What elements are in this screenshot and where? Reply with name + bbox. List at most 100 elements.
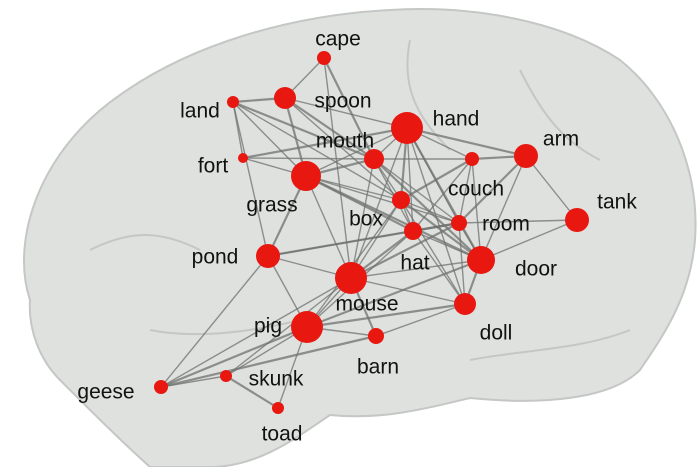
node-mouse bbox=[335, 262, 367, 294]
edge-couch-hat bbox=[412, 158, 473, 232]
node-label-box: box bbox=[349, 208, 383, 231]
node-land bbox=[227, 96, 239, 108]
node-label-geese: geese bbox=[77, 381, 134, 404]
edge-door-pig bbox=[306, 258, 482, 329]
node-tank bbox=[565, 208, 589, 232]
node-layer bbox=[154, 51, 589, 414]
node-hat bbox=[404, 222, 422, 240]
edge-hat-doll bbox=[412, 230, 466, 305]
edge-mouse-doll bbox=[350, 277, 466, 305]
edge-fort-hand bbox=[242, 126, 408, 160]
node-label-couch: couch bbox=[448, 178, 504, 201]
edge-land-mouth bbox=[232, 100, 375, 161]
node-label-skunk: skunk bbox=[249, 368, 304, 391]
edge-mouth-door bbox=[373, 158, 482, 261]
node-couch bbox=[465, 152, 479, 166]
node-geese bbox=[154, 380, 168, 394]
brain-sulcus-3 bbox=[519, 69, 601, 161]
node-label-fort: fort bbox=[198, 155, 229, 178]
node-label-mouth: mouth bbox=[316, 130, 374, 153]
edge-box-room bbox=[400, 199, 460, 224]
node-label-land: land bbox=[180, 100, 220, 123]
edge-land-grass bbox=[232, 101, 307, 177]
edge-door-mouse bbox=[350, 259, 482, 279]
node-hand bbox=[391, 112, 423, 144]
edge-door-tank bbox=[480, 219, 578, 261]
brain-sulcus-1 bbox=[149, 319, 301, 336]
brain-sulcus-4 bbox=[89, 234, 201, 251]
edge-room-doll bbox=[458, 222, 466, 305]
edge-hand-arm bbox=[406, 126, 527, 158]
edge-grass-door bbox=[305, 175, 482, 261]
edge-hand-grass bbox=[305, 127, 408, 177]
edge-spoon-box bbox=[284, 97, 402, 201]
edge-arm-tank bbox=[525, 155, 578, 221]
edge-mouse-skunk bbox=[225, 277, 352, 377]
edge-pig-doll bbox=[306, 302, 466, 329]
edge-arm-door bbox=[480, 155, 527, 261]
node-mouth bbox=[364, 149, 384, 169]
node-pig bbox=[291, 311, 323, 343]
node-cape bbox=[317, 51, 331, 65]
node-skunk bbox=[220, 370, 232, 382]
node-pond bbox=[256, 244, 280, 268]
edge-room-tank bbox=[458, 219, 578, 224]
edge-pond-room bbox=[267, 221, 460, 258]
brain-sulcus-2 bbox=[406, 39, 451, 151]
node-label-room: room bbox=[482, 213, 530, 236]
node-label-doll: doll bbox=[480, 322, 513, 345]
node-arm bbox=[514, 144, 538, 168]
edge-spoon-hand bbox=[284, 97, 408, 129]
node-label-pig: pig bbox=[254, 315, 282, 338]
edge-hand-hat bbox=[406, 127, 414, 232]
edge-box-door bbox=[400, 199, 482, 261]
node-toad bbox=[272, 402, 284, 414]
node-grass bbox=[291, 161, 321, 191]
edge-couch-box bbox=[400, 158, 473, 201]
edge-couch-room bbox=[458, 158, 473, 224]
edge-arm-room bbox=[458, 155, 527, 224]
edge-room-mouse bbox=[350, 222, 460, 279]
edge-skunk-toad bbox=[225, 375, 279, 409]
node-doll bbox=[454, 293, 476, 315]
node-label-spoon: spoon bbox=[314, 90, 371, 113]
node-label-mouse: mouse bbox=[335, 293, 398, 316]
edge-mouth-mouse bbox=[350, 158, 375, 279]
brain-outline bbox=[23, 8, 697, 467]
edge-hand-mouse bbox=[350, 127, 408, 279]
node-fort bbox=[238, 153, 248, 163]
node-label-tank: tank bbox=[597, 191, 637, 214]
node-door bbox=[467, 246, 495, 274]
edge-fort-mouth bbox=[242, 157, 375, 160]
node-label-door: door bbox=[515, 258, 557, 281]
edge-barn-geese bbox=[160, 334, 377, 389]
node-room bbox=[451, 215, 467, 231]
edge-pond-geese bbox=[160, 255, 269, 388]
edge-geese-skunk bbox=[160, 375, 227, 388]
edge-pig-geese bbox=[160, 325, 308, 389]
node-label-hand: hand bbox=[433, 108, 480, 131]
node-label-pond: pond bbox=[192, 246, 239, 269]
edge-spoon-mouth bbox=[284, 97, 375, 160]
edge-barn-doll bbox=[375, 303, 466, 337]
node-label-grass: grass bbox=[246, 194, 297, 217]
node-label-hat: hat bbox=[400, 252, 429, 275]
edge-grass-room bbox=[305, 175, 460, 224]
edge-box-doll bbox=[400, 199, 466, 305]
node-label-toad: toad bbox=[262, 423, 303, 446]
label-layer: cape land spoon hand arm mouth fort couch grass t… bbox=[77, 28, 637, 446]
edge-cape-mouth bbox=[323, 57, 375, 160]
node-barn bbox=[368, 328, 384, 344]
edge-land-pond bbox=[232, 101, 269, 257]
node-label-barn: barn bbox=[357, 356, 399, 379]
edge-mouth-hat bbox=[373, 158, 414, 232]
edge-land-box bbox=[232, 101, 402, 201]
node-box bbox=[392, 191, 410, 209]
edge-geese-mouse bbox=[160, 277, 352, 388]
brain-sulcus-5 bbox=[469, 329, 631, 361]
node-label-arm: arm bbox=[543, 128, 579, 151]
edge-grass-mouse bbox=[305, 175, 352, 279]
node-label-cape: cape bbox=[315, 28, 361, 51]
